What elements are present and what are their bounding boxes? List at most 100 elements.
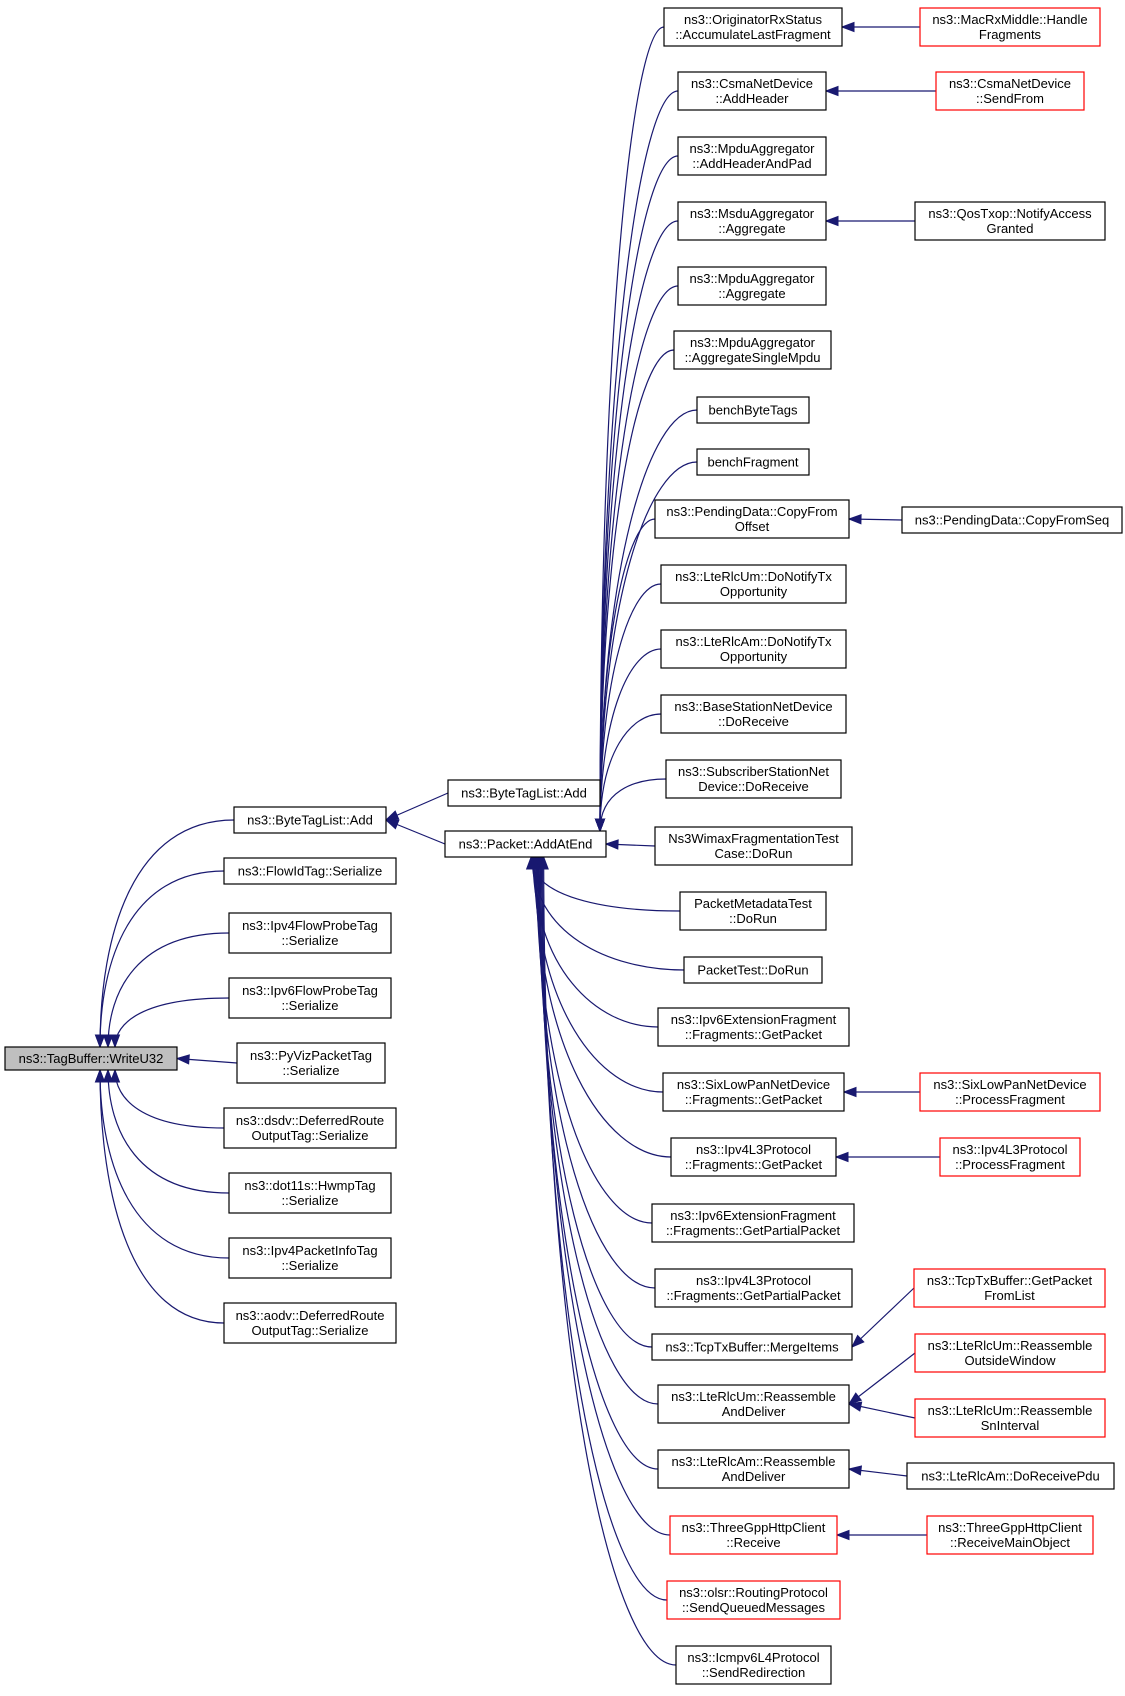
node-box (660, 694, 847, 734)
node-ipv6fp[interactable]: ns3::Ipv6FlowProbeTag::Serialize (228, 977, 392, 1019)
node-label: ns3::LteRlcUm::Reassemble (928, 1403, 1093, 1418)
edges-layer (94, 21, 940, 1666)
node-label: ns3::ThreeGppHttpClient (682, 1520, 826, 1535)
node-d12[interactable]: ns3::ThreeGppHttpClient::Receive (669, 1515, 838, 1555)
node-box (677, 201, 827, 241)
node-box (677, 136, 827, 176)
node-tb[interactable]: ns3::TagBuffer::WriteU32 (4, 1046, 178, 1071)
node-pae[interactable]: ns3::Packet::AddAtEnd (444, 830, 607, 858)
node-aodv[interactable]: ns3::aodv::DeferredRouteOutputTag::Seria… (223, 1302, 397, 1344)
node-box (654, 499, 850, 539)
node-label: PacketMetadataTest (694, 896, 812, 911)
edge-c13-to-pae (599, 778, 667, 832)
node-c1[interactable]: ns3::OriginatorRxStatus::AccumulateLastF… (663, 7, 843, 47)
edge-d11-to-pae (539, 856, 659, 1470)
node-d4[interactable]: ns3::Ipv6ExtensionFragment::Fragments::G… (657, 1007, 850, 1047)
node-label: ::AddHeaderAndPad (692, 156, 811, 171)
node-r6[interactable]: ns3::Ipv4L3Protocol::ProcessFragment (939, 1137, 1081, 1177)
node-label: ns3::Icmpv6L4Protocol (687, 1650, 819, 1665)
arrowhead (824, 215, 839, 227)
node-r5[interactable]: ns3::SixLowPanNetDevice::ProcessFragment (919, 1072, 1101, 1112)
node-c6[interactable]: ns3::MpduAggregator::AggregateSingleMpdu (673, 330, 832, 370)
node-r4[interactable]: ns3::PendingData::CopyFromSeq (901, 506, 1123, 534)
node-label: ::ProcessFragment (955, 1092, 1065, 1107)
node-ipv4fp[interactable]: ns3::Ipv4FlowProbeTag::Serialize (228, 912, 392, 954)
node-label: ns3::Ipv6FlowProbeTag (242, 983, 378, 998)
edge-d6-to-pae (534, 856, 672, 1158)
node-label: ::Serialize (281, 998, 338, 1013)
node-box (662, 1072, 845, 1112)
node-c3[interactable]: ns3::MpduAggregator::AddHeaderAndPad (677, 136, 827, 176)
arrowhead (850, 1334, 865, 1348)
edge-ipv4fp-to-tb (107, 932, 230, 1048)
node-label: ::Serialize (282, 1063, 339, 1078)
node-dsdv[interactable]: ns3::dsdv::DeferredRouteOutputTag::Seria… (223, 1107, 397, 1149)
node-c12[interactable]: ns3::BaseStationNetDevice::DoReceive (660, 694, 847, 734)
node-c7[interactable]: benchByteTags (696, 396, 810, 424)
node-label: PacketTest::DoRun (697, 963, 808, 978)
node-r2[interactable]: ns3::CsmaNetDevice::SendFrom (935, 71, 1085, 111)
node-c13[interactable]: ns3::SubscriberStationNetDevice::DoRecei… (665, 759, 842, 799)
node-label: ns3::MsduAggregator (690, 206, 815, 221)
node-btl[interactable]: ns3::ByteTagList::Add (233, 806, 387, 834)
node-label: ns3::MpduAggregator (689, 141, 815, 156)
node-pyviz[interactable]: ns3::PyVizPacketTag::Serialize (236, 1042, 386, 1084)
arrowhead (384, 810, 400, 821)
node-box (233, 806, 387, 834)
node-d5[interactable]: ns3::SixLowPanNetDevice::Fragments::GetP… (662, 1072, 845, 1112)
node-c4[interactable]: ns3::MsduAggregator::Aggregate (677, 201, 827, 241)
edge-ipv4pi-to-tb (99, 1069, 230, 1259)
node-label: ns3::ThreeGppHttpClient (938, 1520, 1082, 1535)
node-r10[interactable]: ns3::LteRlcAm::DoReceivePdu (906, 1462, 1115, 1490)
node-box (901, 506, 1123, 534)
node-c8[interactable]: benchFragment (696, 448, 810, 476)
node-label: Case::DoRun (714, 846, 792, 861)
arrowhead (842, 1086, 857, 1098)
node-ipv4pi[interactable]: ns3::Ipv4PacketInfoTag::Serialize (228, 1237, 392, 1279)
node-box (679, 891, 827, 931)
edge-r8-to-d10 (848, 1352, 916, 1405)
node-d14[interactable]: ns3::Icmpv6L4Protocol::SendRedirection (675, 1645, 832, 1685)
node-d2[interactable]: PacketMetadataTest::DoRun (679, 891, 827, 931)
edge-d5-to-pae (533, 856, 664, 1093)
node-r11[interactable]: ns3::ThreeGppHttpClient::ReceiveMainObje… (926, 1515, 1094, 1555)
node-label: ::ProcessFragment (955, 1157, 1065, 1172)
node-label: ::AggregateSingleMpdu (685, 350, 821, 365)
node-d9[interactable]: ns3::TcpTxBuffer::MergeItems (651, 1333, 853, 1361)
node-box (657, 1384, 850, 1424)
node-flow[interactable]: ns3::FlowIdTag::Serialize (223, 857, 397, 885)
nodes-layer: ns3::TagBuffer::WriteU32 ns3::ByteTagList… (4, 7, 1123, 1685)
node-label: ::Serialize (281, 1258, 338, 1273)
node-hwmp[interactable]: ns3::dot11s::HwmpTag::Serialize (228, 1172, 392, 1214)
node-box (935, 71, 1085, 111)
node-d7[interactable]: ns3::Ipv6ExtensionFragment::Fragments::G… (651, 1203, 855, 1243)
node-label: ::Serialize (281, 1193, 338, 1208)
arrowhead (384, 819, 400, 830)
arrowhead (94, 1034, 106, 1049)
node-box (914, 1398, 1106, 1438)
node-box (696, 396, 810, 424)
edge-ipv6fp-to-tb (114, 997, 230, 1048)
arrowhead (847, 1465, 863, 1476)
node-d8[interactable]: ns3::Ipv4L3Protocol::Fragments::GetParti… (654, 1268, 853, 1308)
node-d3[interactable]: PacketTest::DoRun (683, 956, 823, 984)
node-c2[interactable]: ns3::CsmaNetDevice::AddHeader (677, 71, 827, 111)
node-box (665, 759, 842, 799)
edge-flow-to-tb (99, 870, 225, 1048)
node-c5[interactable]: ns3::MpduAggregator::Aggregate (677, 266, 827, 306)
node-d13[interactable]: ns3::olsr::RoutingProtocol::SendQueuedMe… (666, 1580, 841, 1620)
node-box (666, 1580, 841, 1620)
node-d6[interactable]: ns3::Ipv4L3Protocol::Fragments::GetPacke… (670, 1137, 837, 1177)
node-btl2[interactable]: ns3::ByteTagList::Add (447, 779, 601, 807)
